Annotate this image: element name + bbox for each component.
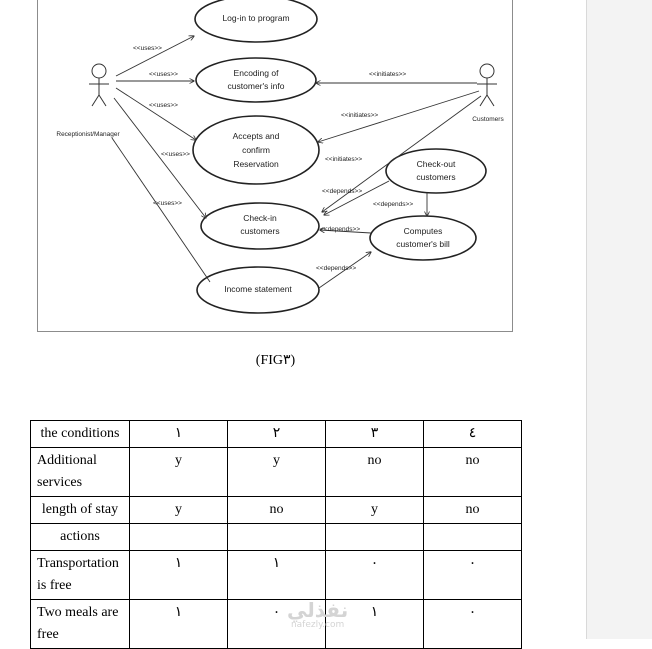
header-cell: ٢ <box>227 420 326 448</box>
use-case-figure-frame <box>37 0 513 332</box>
table-cell: no <box>423 496 522 524</box>
watermark-domain: nafezly.com <box>290 620 345 630</box>
uses-arrow-accepts <box>115 87 196 140</box>
computes-label-line2: customer's bill <box>396 239 450 249</box>
row-label: length of stay <box>30 496 130 524</box>
depends-label-checkout-computes: <<depends>> <box>373 201 413 208</box>
table-cell <box>423 523 522 551</box>
customers-actor-label: Customers <box>472 116 504 123</box>
viewer-gutter <box>587 0 652 639</box>
checkin-label-line1: Check-in <box>243 213 277 223</box>
watermark-logo-text: نفذلي <box>287 598 349 622</box>
table-row: Additional services y y no no <box>30 447 522 497</box>
table-cell: no <box>227 496 326 524</box>
initiates-arrow-checkin <box>322 95 482 212</box>
row-label: actions <box>30 523 130 551</box>
encoding-label-line2: customer's info <box>228 81 285 91</box>
row-label: Additional services <box>30 447 130 497</box>
table-cell: ٠ <box>325 550 424 600</box>
table-row: Two meals are free ١ ٠ ١ ٠ <box>30 599 522 649</box>
income-statement-use-case <box>196 266 320 314</box>
table-cell <box>325 523 424 551</box>
header-cell: ٤ <box>423 420 522 448</box>
table-cell: ٠ <box>423 599 522 649</box>
decision-table: the conditions ١ ٢ ٣ ٤ Additional servic… <box>30 420 522 649</box>
use-case-diagram: Receptionist/Manager Customers Log-in to… <box>56 0 504 314</box>
income-label: Income statement <box>224 284 292 294</box>
table-cell: ١ <box>227 550 326 600</box>
table-cell: y <box>129 447 228 497</box>
initiates-label-encoding: <<initiates>> <box>369 71 406 78</box>
encoding-use-case <box>195 57 317 103</box>
manager-income-line <box>111 137 211 283</box>
table-cell: y <box>227 447 326 497</box>
initiates-label-checkin: <<initiates>> <box>325 156 362 163</box>
computes-label-line1: Computes <box>404 226 443 236</box>
row-label: Two meals are free <box>30 599 130 649</box>
customers-actor-figure <box>477 63 497 107</box>
figure-caption: (FIG٣) <box>255 353 296 368</box>
uses-label-encoding: <<uses>> <box>149 71 178 78</box>
checkout-label-line1: Check-out <box>417 159 456 169</box>
document-page: Receptionist/Manager Customers Log-in to… <box>30 0 522 649</box>
checkin-use-case <box>200 202 320 250</box>
login-use-case <box>194 0 318 43</box>
table-cell: ١ <box>129 550 228 600</box>
header-cell: ١ <box>129 420 228 448</box>
uses-label-income: <<uses>> <box>153 200 182 207</box>
depends-label-checkout-checkin: <<depends>> <box>322 188 362 195</box>
table-cell <box>227 523 326 551</box>
initiates-label-accepts: <<initiates>> <box>341 112 378 119</box>
accepts-label-line3: Reservation <box>233 159 279 169</box>
uses-label-checkin: <<uses>> <box>161 151 190 158</box>
receptionist-actor-figure <box>89 63 109 107</box>
depends-arrow-income-computes <box>318 252 371 289</box>
depends-arrow-computes-checkin <box>320 230 372 234</box>
table-cell: ١ <box>129 599 228 649</box>
table-row: Transportation is free ١ ١ ٠ ٠ <box>30 550 522 600</box>
login-label: Log-in to program <box>222 13 289 23</box>
initiates-arrow-accepts <box>318 90 480 142</box>
header-cell: ٣ <box>325 420 424 448</box>
page-border <box>586 0 587 639</box>
accepts-reservation-use-case <box>192 115 320 185</box>
uses-arrow-login <box>115 36 194 77</box>
table-header-row: the conditions ١ ٢ ٣ ٤ <box>30 420 522 448</box>
encoding-label-line1: Encoding of <box>234 68 280 78</box>
table-cell: y <box>325 496 424 524</box>
header-cell: the conditions <box>30 420 130 448</box>
computes-bill-use-case <box>369 215 477 261</box>
checkout-use-case <box>385 148 487 194</box>
depends-arrow-checkout-checkin <box>324 180 390 215</box>
checkin-label-line2: customers <box>240 226 279 236</box>
depends-label-income-computes: <<depends>> <box>316 265 356 272</box>
table-row: actions <box>30 523 522 551</box>
uses-label-accepts: <<uses>> <box>149 102 178 109</box>
table-cell: ٠ <box>423 550 522 600</box>
table-row: length of stay y no y no <box>30 496 522 524</box>
accepts-label-line2: confirm <box>242 145 270 155</box>
table-cell: no <box>325 447 424 497</box>
checkout-label-line2: customers <box>416 172 455 182</box>
receptionist-actor-label: Receptionist/Manager <box>56 131 120 138</box>
row-label: Transportation is free <box>30 550 130 600</box>
depends-label-computes-checkin: <<depends>> <box>320 226 360 233</box>
site-watermark: نفذلي nafezly.com <box>287 600 348 630</box>
accepts-label-line1: Accepts and <box>233 131 280 141</box>
table-cell <box>129 523 228 551</box>
table-cell: no <box>423 447 522 497</box>
table-cell: y <box>129 496 228 524</box>
uses-arrow-checkin <box>113 97 206 218</box>
uses-label-login: <<uses>> <box>133 45 162 52</box>
